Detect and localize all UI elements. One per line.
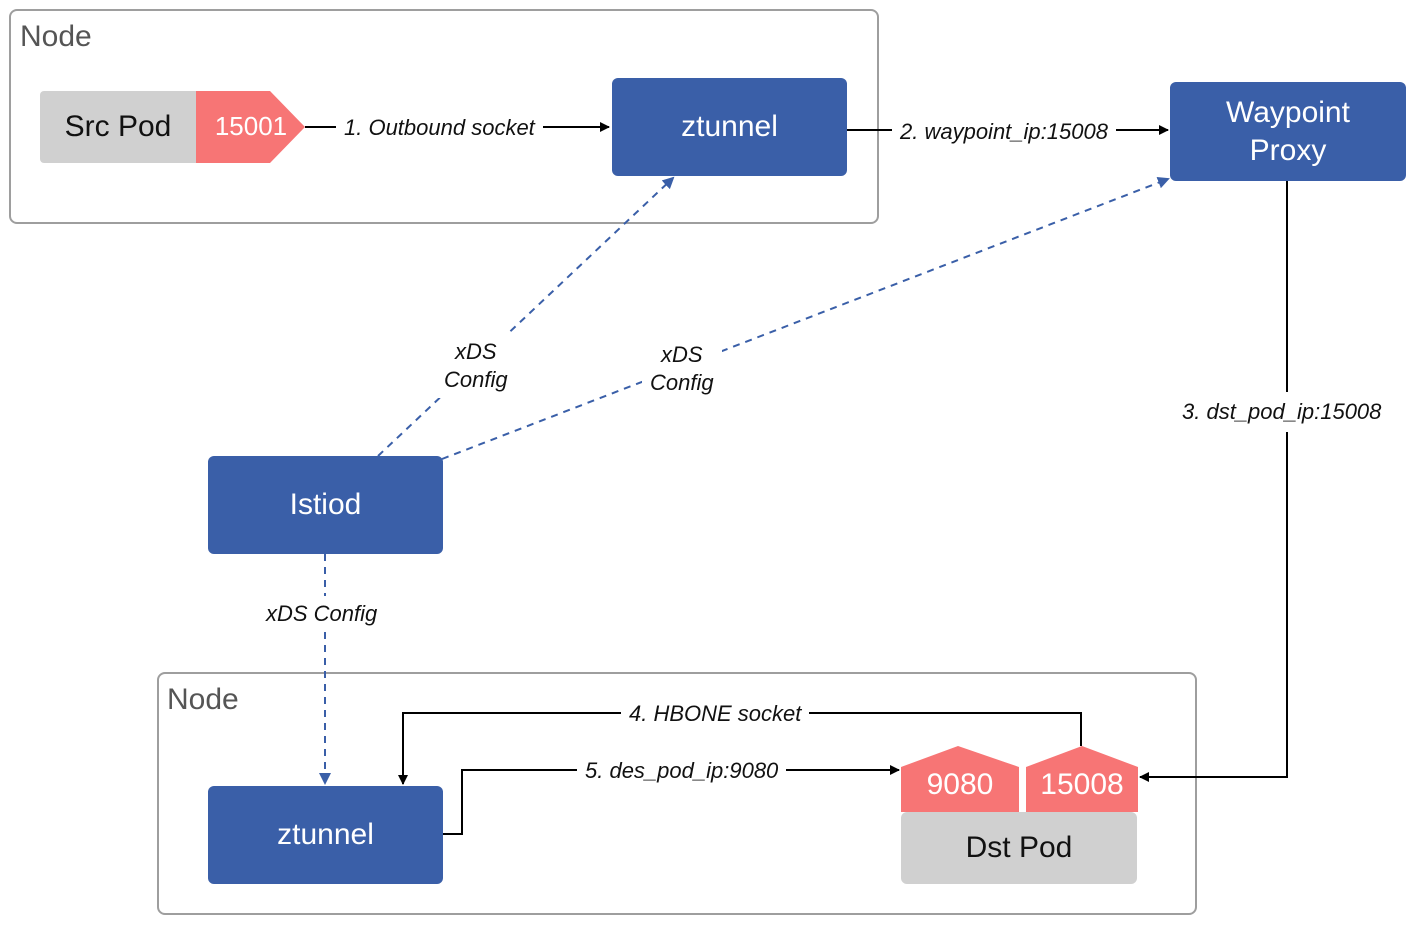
dst-port-15008-shape xyxy=(1026,746,1138,812)
waypoint-proxy: Waypoint Proxy xyxy=(1170,82,1406,181)
dst-port-hbone-label: 15008 xyxy=(1040,768,1124,801)
xds-waypoint-line-2: Config xyxy=(650,370,714,396)
xds-waypoint-line-1: xDS xyxy=(661,342,703,367)
edge-label-xds-bottom: xDS Config xyxy=(258,596,386,633)
dst-pod: Dst Pod xyxy=(901,812,1137,884)
src-port-label: 15001 xyxy=(214,111,288,141)
node-label-top: Node xyxy=(20,20,92,53)
dst-port-9080-shape xyxy=(901,746,1019,812)
src-pod: Src Pod xyxy=(40,91,196,163)
edge-label-to-dst: 3. dst_pod_ip:15008 xyxy=(1176,392,1388,433)
istiod: Istiod xyxy=(208,456,443,554)
src-port-shape xyxy=(196,91,305,163)
edge-label-outbound: 1. Outbound socket xyxy=(336,114,543,143)
edge-label-to-waypoint: 2. waypoint_ip:15008 xyxy=(892,118,1116,147)
edge-to-dst xyxy=(1139,181,1288,782)
edge-label-to-app: 5. des_pod_ip:9080 xyxy=(577,757,787,786)
dst-port-app-label: 9080 xyxy=(926,768,994,801)
ztunnel-bottom: ztunnel xyxy=(208,786,443,884)
ztunnel-top: ztunnel xyxy=(612,78,847,176)
node-frame-top xyxy=(9,9,879,224)
edge-label-xds-waypoint: xDS Config xyxy=(642,337,722,402)
edge-xds-waypoint xyxy=(441,177,1170,460)
xds-ztunnel-line-1: xDS xyxy=(455,339,497,364)
node-frame-bottom xyxy=(157,672,1197,915)
waypoint-line-2: Proxy xyxy=(1249,133,1327,167)
edge-xds-ztunnel xyxy=(377,176,675,457)
edge-label-xds-ztunnel: xDS Config xyxy=(438,334,514,399)
xds-ztunnel-line-2: Config xyxy=(444,367,508,393)
edge-label-hbone: 4. HBONE socket xyxy=(621,700,810,729)
node-label-bottom: Node xyxy=(167,683,239,716)
waypoint-line-1: Waypoint xyxy=(1226,96,1350,129)
